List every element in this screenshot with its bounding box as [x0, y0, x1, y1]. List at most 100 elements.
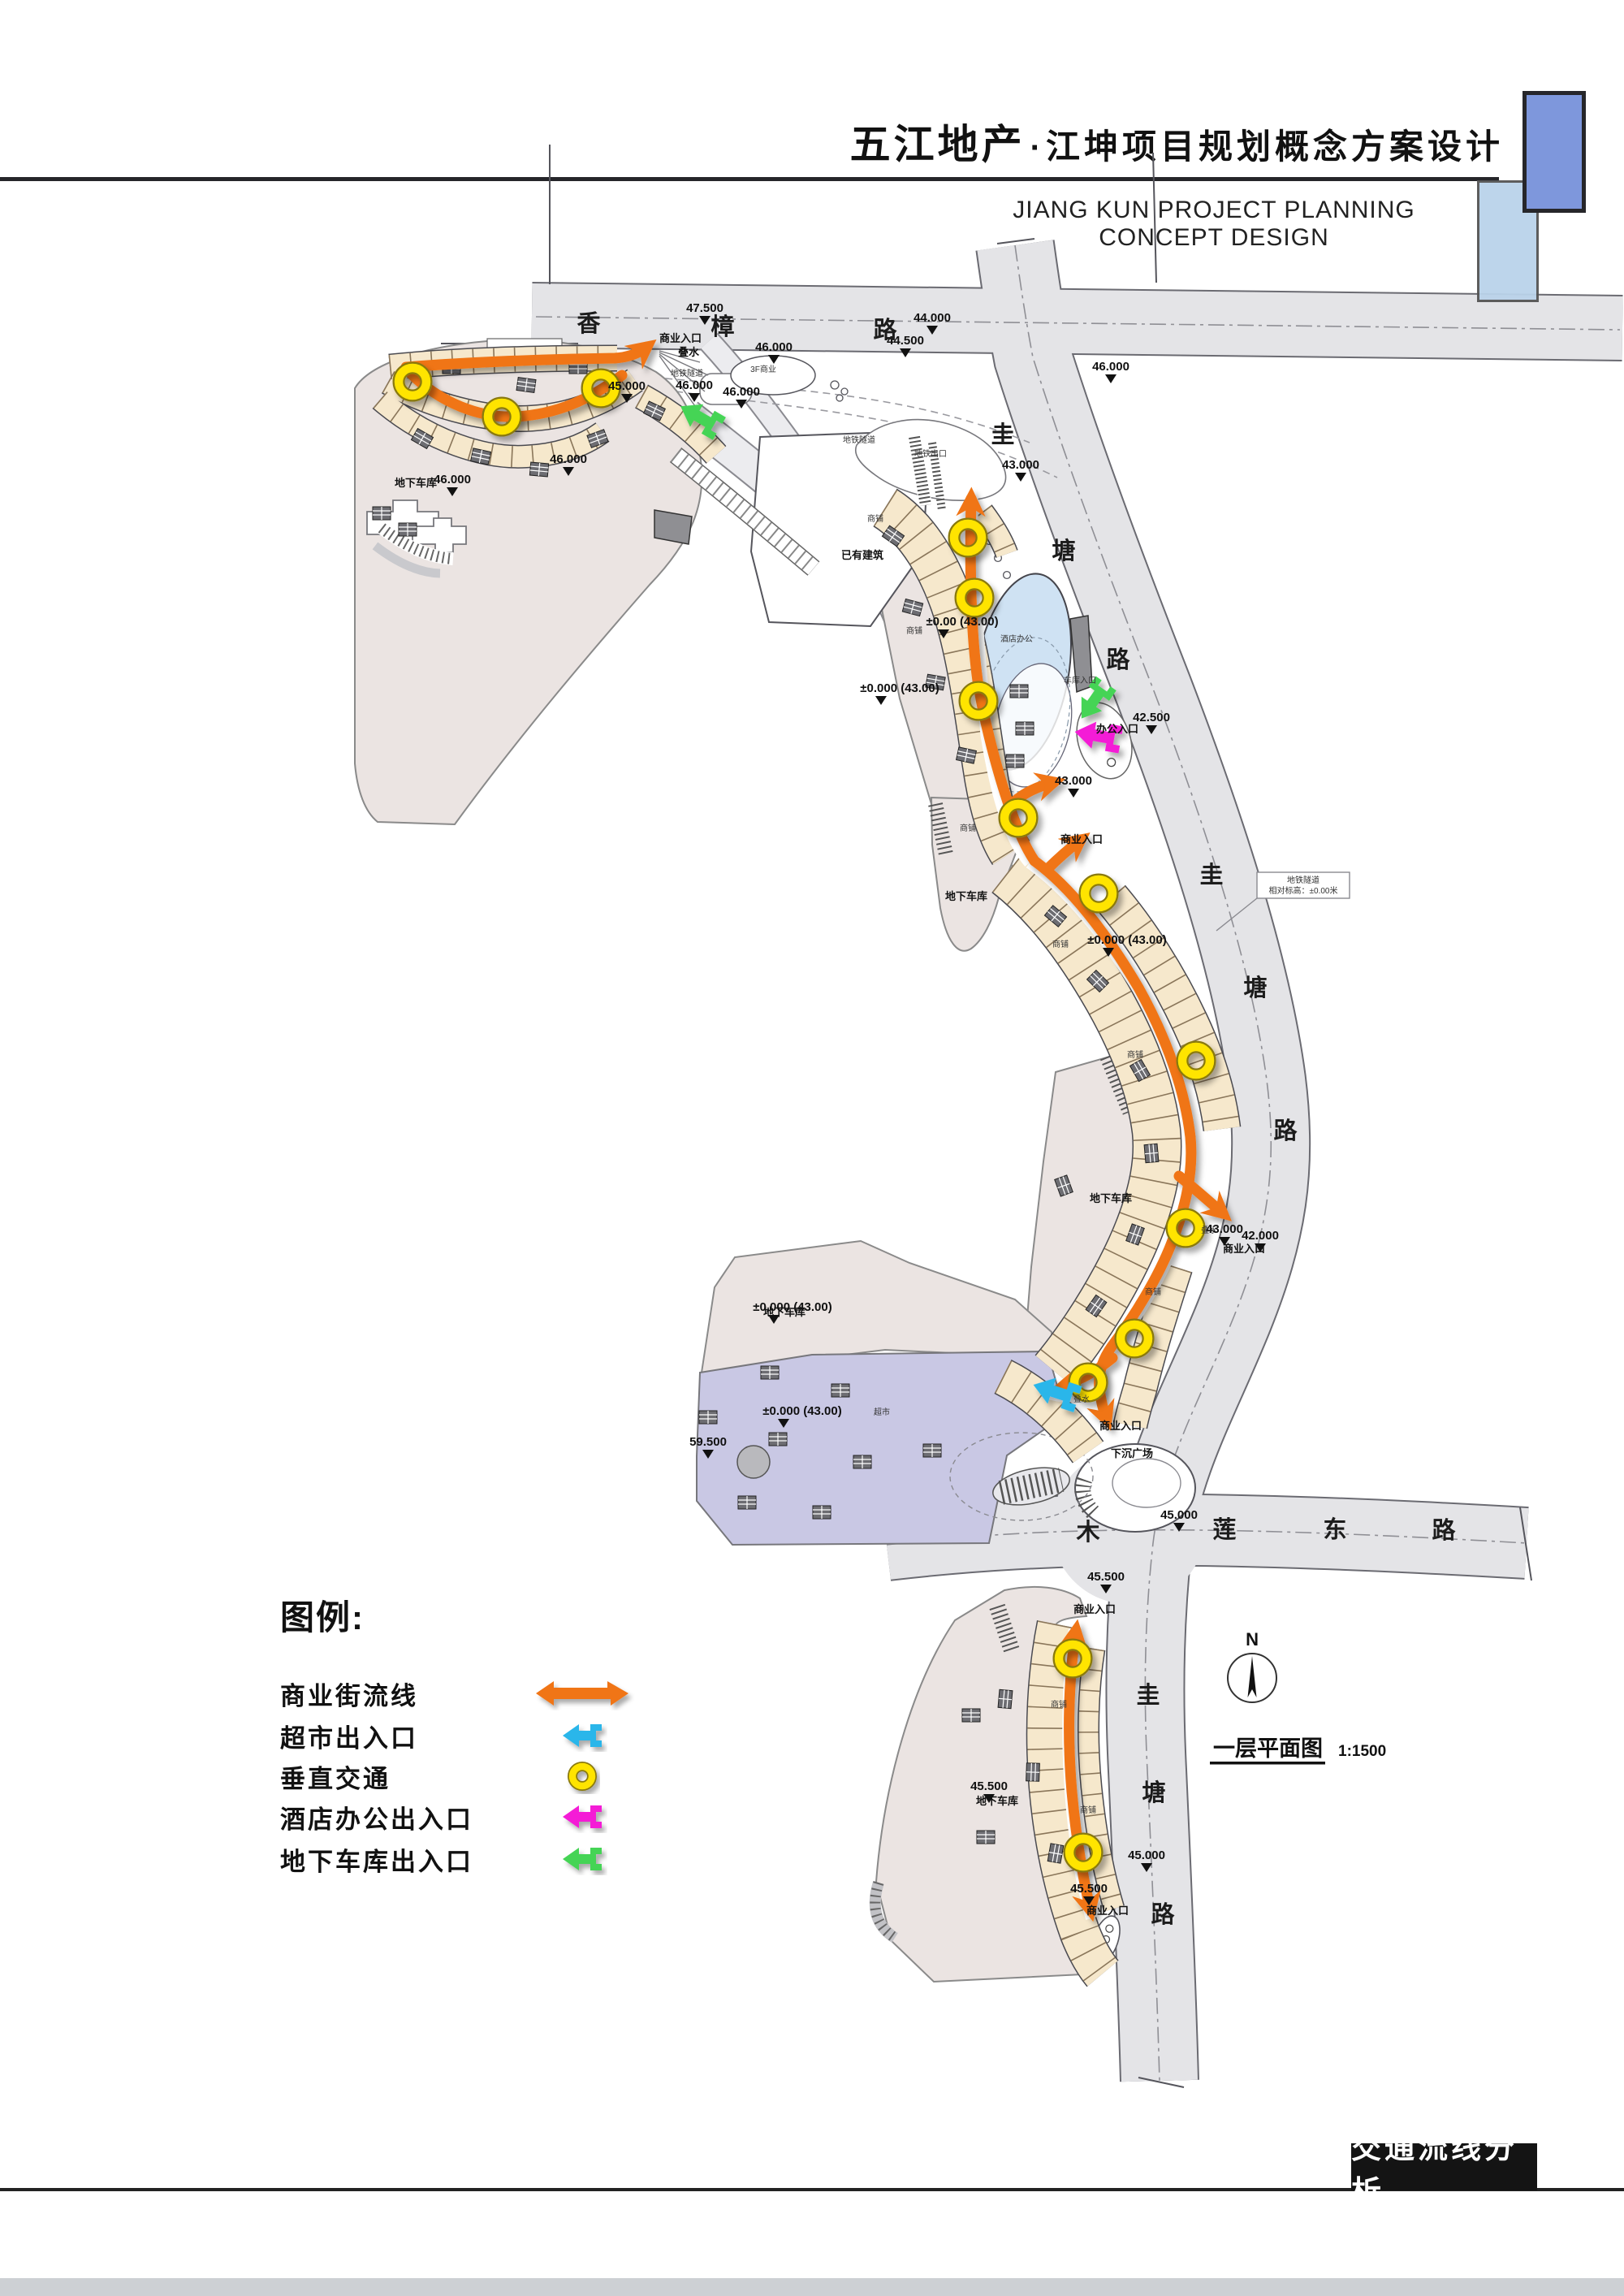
svg-text:商业入口: 商业入口 [659, 332, 702, 344]
hotel-office-arrow-icon [525, 1801, 639, 1833]
drawing-title: 一层平面图 1:1500 [1210, 1736, 1386, 1765]
svg-text:东: 东 [1323, 1516, 1346, 1543]
svg-text:43.000: 43.000 [1002, 458, 1039, 472]
svg-text:N: N [1246, 1629, 1259, 1650]
road-names: 香 樟 路 圭 塘 路 圭 塘 路 圭 塘 路 木 莲 东 路 [577, 310, 1456, 1928]
svg-text:相对标高：±0.00米: 相对标高：±0.00米 [1269, 885, 1338, 896]
svg-text:45.500: 45.500 [1070, 1882, 1108, 1896]
svg-text:商业入口: 商业入口 [1223, 1243, 1265, 1255]
svg-text:路: 路 [873, 317, 897, 344]
svg-text:地下车库: 地下车库 [976, 1795, 1018, 1807]
svg-text:商铺: 商铺 [1145, 1286, 1161, 1297]
svg-text:叠水: 叠水 [1201, 1226, 1217, 1235]
svg-text:59.500: 59.500 [689, 1435, 727, 1449]
svg-text:超市: 超市 [874, 1407, 890, 1417]
svg-text:商铺: 商铺 [1080, 1805, 1096, 1815]
svg-text:±0.000 (43.00): ±0.000 (43.00) [860, 681, 939, 695]
road-xiangzhang: 香 [577, 310, 601, 337]
svg-text:±0.00 (43.00): ±0.00 (43.00) [926, 615, 998, 629]
svg-text:路: 路 [1273, 1118, 1298, 1144]
flow-branch-ne [1042, 832, 1091, 875]
svg-text:圭: 圭 [1136, 1682, 1160, 1709]
svg-text:46.000: 46.000 [755, 340, 793, 354]
svg-text:酒店办公: 酒店办公 [1000, 633, 1033, 644]
svg-text:路: 路 [1151, 1901, 1175, 1928]
svg-text:1:1500: 1:1500 [1338, 1743, 1386, 1760]
logo-square-dark [1522, 91, 1586, 213]
svg-text:圭: 圭 [1199, 862, 1223, 889]
svg-text:42.500: 42.500 [1133, 711, 1170, 724]
svg-text:办公入口: 办公入口 [1096, 723, 1138, 735]
bottom-strip [0, 2278, 1624, 2296]
svg-text:地下车库: 地下车库 [763, 1306, 806, 1318]
footer-rule [0, 2188, 1624, 2191]
legend-item-vertical-circulation: 垂直交通 [280, 1758, 639, 1795]
sheet-title-box: 交通流线分析 [1351, 2131, 1537, 2208]
svg-text:±0.000 (43.00): ±0.000 (43.00) [762, 1404, 841, 1418]
supermarket-arrow-icon [525, 1719, 639, 1752]
north-arrow: N [1227, 1629, 1277, 1703]
svg-text:地铁隧道: 地铁隧道 [671, 368, 703, 378]
svg-text:47.500: 47.500 [686, 301, 723, 315]
svg-text:樟: 樟 [710, 313, 734, 340]
svg-text:塘: 塘 [1243, 974, 1267, 1001]
svg-text:46.000: 46.000 [723, 385, 760, 399]
svg-text:3F商业: 3F商业 [750, 364, 776, 374]
svg-text:商铺: 商铺 [960, 823, 976, 833]
page-title: 五江地产·江坤项目规划概念方案设计 [0, 112, 1504, 171]
svg-text:45.500: 45.500 [970, 1779, 1008, 1793]
svg-text:地下车库: 地下车库 [945, 890, 987, 902]
svg-text:车库入口: 车库入口 [1064, 675, 1096, 685]
svg-text:地下车库: 地下车库 [1090, 1192, 1132, 1204]
title-separator: · [1030, 130, 1041, 166]
svg-text:45.000: 45.000 [608, 379, 646, 393]
svg-text:43.000: 43.000 [1206, 1222, 1243, 1236]
svg-text:商铺: 商铺 [867, 513, 883, 524]
svg-text:商铺: 商铺 [1051, 1699, 1067, 1710]
svg-text:路: 路 [1106, 646, 1130, 673]
svg-text:路: 路 [1432, 1517, 1456, 1544]
svg-text:莲: 莲 [1212, 1516, 1236, 1543]
garage-arrow-icon [525, 1843, 639, 1875]
road-mulian: 木 [1075, 1519, 1099, 1546]
legend-item-garage-entrance: 地下车库出入口 [280, 1840, 639, 1878]
elevation-markers: 47.500 44.000 46.000 44.500 46.000 45.00… [434, 301, 1279, 1905]
svg-text:46.000: 46.000 [676, 378, 713, 392]
svg-text:商业入口: 商业入口 [1099, 1420, 1142, 1432]
flow-upper-loop-top [400, 339, 657, 373]
svg-text:下沉广场: 下沉广场 [1111, 1447, 1153, 1459]
tunnel-callout: 地铁隧道 相对标高：±0.00米 [1216, 871, 1350, 932]
svg-text:商业入口: 商业入口 [1060, 833, 1103, 845]
svg-text:46.000: 46.000 [434, 473, 471, 486]
svg-text:商铺: 商铺 [1052, 939, 1069, 949]
svg-text:商业入口: 商业入口 [1086, 1905, 1129, 1917]
brand-name: 五江地产 [849, 122, 1026, 167]
plan-labels: 商业入口 叠水 地铁隧道 地铁隧道 地铁出口 3F商业 已有建筑 地下车库 酒店… [395, 332, 1265, 1917]
svg-text:46.000: 46.000 [1092, 360, 1129, 374]
svg-text:塘: 塘 [1052, 537, 1075, 564]
svg-text:商业入口: 商业入口 [1073, 1603, 1116, 1615]
svg-text:46.000: 46.000 [550, 452, 587, 466]
road-guitang: 圭 [991, 422, 1014, 448]
svg-text:42.000: 42.000 [1242, 1229, 1279, 1243]
svg-text:44.500: 44.500 [887, 334, 924, 348]
svg-text:44.000: 44.000 [914, 311, 951, 325]
svg-text:45.000: 45.000 [1160, 1508, 1198, 1522]
svg-text:已有建筑: 已有建筑 [841, 549, 883, 561]
svg-text:45.000: 45.000 [1128, 1848, 1165, 1862]
ring-icon [525, 1758, 639, 1794]
svg-text:叠水: 叠水 [678, 346, 700, 358]
double-arrow-icon [525, 1676, 639, 1710]
legend-item-supermarket-entrance: 超市出入口 [280, 1717, 639, 1754]
svg-text:一层平面图: 一层平面图 [1213, 1736, 1323, 1761]
svg-text:叠水: 叠水 [1073, 1394, 1090, 1404]
svg-text:地下车库: 地下车库 [395, 477, 437, 489]
legend-item-hotel-office-entrance: 酒店办公出入口 [280, 1798, 639, 1836]
sheet-title: 交通流线分析 [1351, 2131, 1518, 2208]
flow-branch-right-2 [1173, 1170, 1232, 1222]
legend-item-commercial-flow: 商业街流线 [280, 1675, 639, 1712]
svg-text:商铺: 商铺 [906, 625, 922, 636]
header-rule [0, 177, 1499, 181]
page-subtitle-en: JIANG KUN PROJECT PLANNING CONCEPT DESIG… [1013, 197, 1415, 251]
